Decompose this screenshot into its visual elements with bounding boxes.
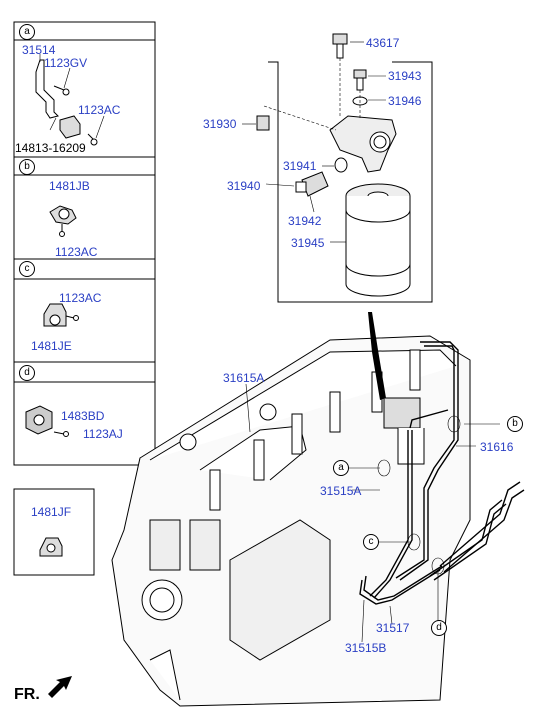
engine-block-drawing bbox=[111, 335, 471, 707]
clip-b-drawing bbox=[49, 205, 77, 237]
part-label[interactable]: 1481JB bbox=[49, 179, 90, 193]
clip-e-drawing bbox=[39, 537, 63, 557]
part-label[interactable]: 31930 bbox=[203, 117, 237, 131]
part-label[interactable]: 1483BD bbox=[61, 409, 105, 423]
part-label[interactable]: 31946 bbox=[388, 94, 422, 108]
front-label: FR. bbox=[14, 686, 40, 703]
clip-c-drawing bbox=[43, 303, 79, 327]
part-label[interactable]: 1481JF bbox=[31, 505, 72, 519]
part-label[interactable]: 31514 bbox=[22, 43, 56, 57]
front-arrow-icon bbox=[48, 676, 72, 698]
fuel-lines bbox=[359, 341, 525, 605]
part-label[interactable]: 14813-16209 bbox=[15, 141, 86, 155]
tag-b: b bbox=[19, 159, 35, 175]
part-label[interactable]: 31941 bbox=[283, 159, 317, 173]
part-label[interactable]: 31615A bbox=[223, 371, 265, 385]
callout-c: c bbox=[363, 534, 379, 550]
filter-assembly-drawing bbox=[256, 33, 411, 297]
part-label[interactable]: 31940 bbox=[227, 179, 261, 193]
part-label[interactable]: 1481JE bbox=[31, 339, 72, 353]
part-label[interactable]: 1123AC bbox=[78, 103, 121, 117]
clamp-d-drawing bbox=[25, 405, 69, 437]
part-label[interactable]: 31942 bbox=[288, 214, 322, 228]
tag-d: d bbox=[19, 365, 35, 381]
part-label[interactable]: 1123AJ bbox=[83, 427, 123, 441]
part-label[interactable]: 31515B bbox=[345, 641, 387, 655]
filter-box-frame bbox=[268, 61, 433, 303]
tag-c: c bbox=[19, 261, 35, 277]
callout-d: d bbox=[431, 620, 447, 636]
callout-a: a bbox=[333, 460, 349, 476]
part-label[interactable]: 31517 bbox=[376, 621, 410, 635]
part-label[interactable]: 1123GV bbox=[44, 56, 88, 70]
part-label[interactable]: 1123AC bbox=[55, 245, 98, 259]
part-label[interactable]: 1123AC bbox=[59, 291, 102, 305]
bracket-a-drawing bbox=[35, 59, 98, 146]
callout-arrow bbox=[368, 312, 386, 400]
part-label[interactable]: 31616 bbox=[480, 440, 514, 454]
tag-a: a bbox=[19, 24, 35, 40]
part-label[interactable]: 31943 bbox=[388, 69, 422, 83]
part-label[interactable]: 43617 bbox=[366, 36, 400, 50]
part-label[interactable]: 31945 bbox=[291, 236, 325, 250]
part-label[interactable]: 31515A bbox=[320, 484, 362, 498]
callout-b: b bbox=[507, 416, 523, 432]
sidebar-frames bbox=[13, 21, 156, 576]
